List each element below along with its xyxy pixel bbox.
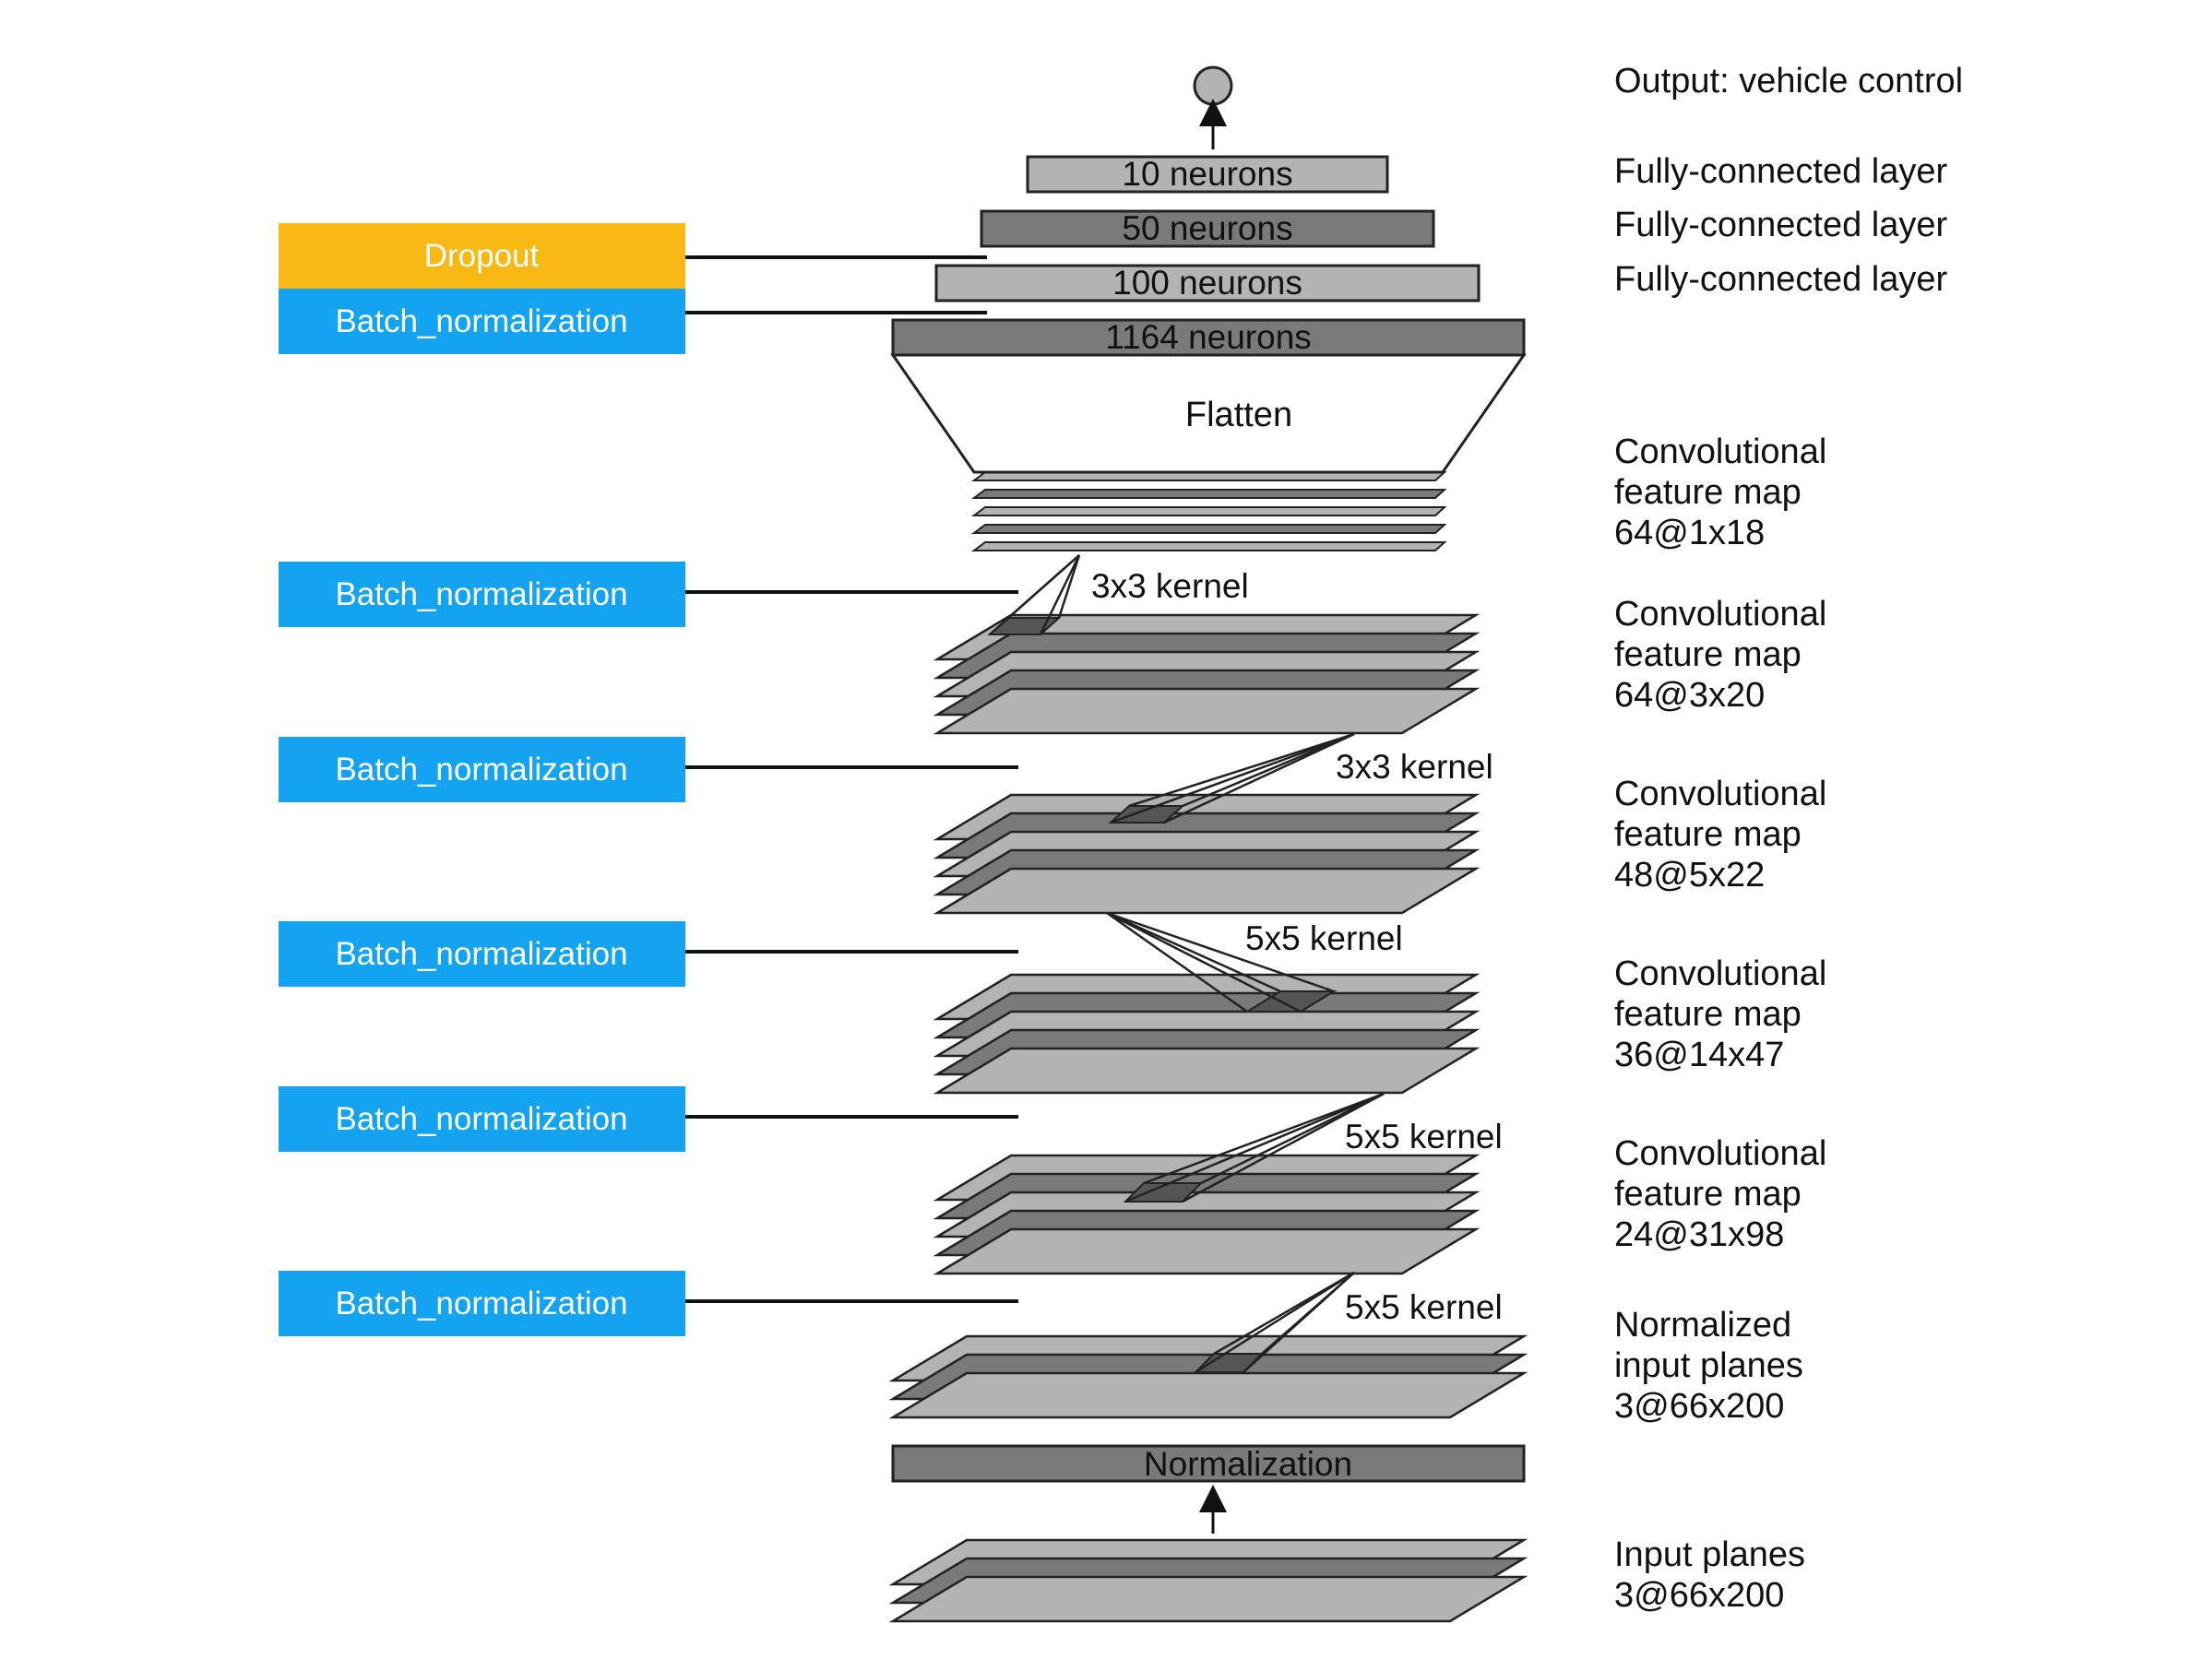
svg-text:feature map: feature map: [1614, 995, 1802, 1034]
kernel-projection-line: [1143, 1092, 1385, 1185]
feature-map-label: Normalized input planes 3@66x200: [1614, 1306, 1803, 1426]
feature-map-label: Convolutional feature map 36@14x47: [1614, 954, 1826, 1074]
batch-norm-tag: [279, 921, 685, 987]
svg-text:Normalized: Normalized: [1614, 1306, 1791, 1345]
kernel-projection-line: [1106, 911, 1281, 993]
kernel-label: 5x5 kernel: [1345, 1288, 1503, 1326]
feature-map-plane: [933, 1227, 1481, 1275]
dense-layer-label: 50 neurons: [1122, 209, 1292, 247]
dense-side-label: Fully-connected layer: [1614, 260, 1948, 299]
dense-layer-bar: [891, 318, 1526, 357]
feature-map-label: Convolutional feature map 48@5x22: [1614, 775, 1826, 895]
kernel-projection-line: [1182, 732, 1355, 808]
input-plane: [888, 1575, 1528, 1623]
flatten-label: Flatten: [1185, 396, 1292, 434]
svg-text:48@5x22: 48@5x22: [1614, 856, 1765, 895]
kernel-projection-line: [1039, 554, 1081, 635]
svg-text:Input planes: Input planes: [1614, 1535, 1805, 1574]
batch-norm-tag: [279, 1271, 685, 1336]
batch-norm-tag: [279, 1086, 685, 1152]
flatten-trapezoid: [890, 353, 1527, 474]
svg-text:feature map: feature map: [1614, 815, 1802, 854]
feature-map-sheet: [971, 506, 1447, 516]
dropout-annotation: Dropout: [279, 223, 987, 289]
batch-norm-tag: [279, 289, 685, 354]
kernel-projection-line: [1163, 732, 1355, 824]
svg-text:Convolutional: Convolutional: [1614, 595, 1826, 634]
kernel-projection-line: [1007, 554, 1080, 619]
batch-norm-annotation: Batch_normalization: [279, 1086, 1018, 1152]
output-label: Output: vehicle control: [1614, 62, 1963, 101]
kernel-label: 5x5 kernel: [1245, 919, 1403, 957]
dropout-tag: [279, 223, 685, 289]
kernel-projection-line: [1124, 1092, 1385, 1203]
feature-map-sheet: [971, 524, 1447, 534]
input-plane: [888, 1371, 1528, 1419]
kernel-projection-line: [1106, 911, 1335, 993]
kernel-projection-line: [1106, 911, 1248, 1013]
svg-text:Batch_normalization: Batch_normalization: [335, 576, 627, 612]
dense-side-label: Fully-connected layer: [1614, 206, 1948, 244]
svg-text:Dropout: Dropout: [424, 238, 540, 274]
kernel-projection-line: [1057, 554, 1081, 619]
svg-text:Convolutional: Convolutional: [1614, 954, 1826, 993]
svg-text:64@1x18: 64@1x18: [1614, 514, 1765, 552]
normalization-bar: [891, 1444, 1526, 1483]
dense-layer-label: 1164 neurons: [1105, 318, 1312, 356]
kernel-projection-line: [1106, 911, 1302, 1013]
dense-layer-label: 10 neurons: [1122, 155, 1292, 193]
batch-norm-tag: [279, 562, 685, 627]
feature-map-label: Convolutional feature map 24@31x98: [1614, 1134, 1826, 1254]
dense-layer-label: 100 neurons: [1112, 264, 1302, 302]
svg-text:feature map: feature map: [1614, 1175, 1802, 1214]
svg-text:Batch_normalization: Batch_normalization: [335, 1286, 627, 1321]
svg-text:Batch_normalization: Batch_normalization: [335, 303, 627, 339]
svg-text:feature map: feature map: [1614, 635, 1802, 674]
svg-text:Convolutional: Convolutional: [1614, 775, 1826, 813]
batch-norm-annotation: Batch_normalization: [279, 562, 1018, 627]
output-node: [1193, 65, 1233, 106]
feature-map-plane: [933, 687, 1481, 735]
batch-norm-annotation: Batch_normalization: [279, 921, 1018, 987]
batch-norm-tag: [279, 737, 685, 802]
kernel-label: 3x3 kernel: [1091, 567, 1249, 605]
kernel-projection-line: [1261, 1272, 1355, 1355]
svg-text:36@14x47: 36@14x47: [1614, 1036, 1784, 1074]
svg-text:3@66x200: 3@66x200: [1614, 1387, 1784, 1426]
dense-side-label: Fully-connected layer: [1614, 152, 1948, 191]
kernel-projection-line: [1110, 732, 1355, 824]
batch-norm-annotation: Batch_normalization: [279, 737, 1018, 802]
feature-map-plane: [933, 867, 1481, 915]
svg-text:Batch_normalization: Batch_normalization: [335, 1101, 627, 1137]
kernel-projection-line: [1213, 1271, 1355, 1356]
svg-text:feature map: feature map: [1614, 473, 1802, 512]
svg-text:3@66x200: 3@66x200: [1614, 1576, 1784, 1615]
dense-layer-bar: [980, 209, 1435, 248]
svg-text:Batch_normalization: Batch_normalization: [335, 936, 627, 972]
dense-layer-bar: [934, 264, 1481, 302]
kernel-label: 5x5 kernel: [1345, 1118, 1503, 1155]
svg-text:24@31x98: 24@31x98: [1614, 1215, 1784, 1254]
input-planes-label: Input planes 3@66x200: [1614, 1535, 1805, 1615]
svg-text:Convolutional: Convolutional: [1614, 1134, 1826, 1173]
svg-text:Batch_normalization: Batch_normalization: [335, 752, 627, 788]
svg-text:input planes: input planes: [1614, 1346, 1803, 1385]
kernel-label: 3x3 kernel: [1336, 748, 1493, 786]
svg-text:Convolutional: Convolutional: [1614, 433, 1826, 471]
batch-norm-annotation: Batch_normalization: [279, 289, 987, 354]
kernel-projection-line: [1128, 732, 1355, 808]
kernel-projection-line: [1200, 1092, 1385, 1185]
feature-map-plane: [933, 1047, 1481, 1095]
feature-map-label: Convolutional feature map 64@1x18: [1614, 433, 1826, 552]
batch-norm-annotation: Batch_normalization: [279, 1271, 1018, 1336]
feature-map-label: Convolutional feature map 64@3x20: [1614, 595, 1826, 715]
kernel-projection-line: [1182, 1092, 1385, 1203]
svg-text:64@3x20: 64@3x20: [1614, 676, 1765, 715]
normalization-label: Normalization: [1144, 1445, 1352, 1483]
feature-map-sheet: [971, 489, 1447, 499]
feature-map-sheet: [971, 541, 1447, 551]
dense-layer-bar: [1026, 155, 1389, 194]
